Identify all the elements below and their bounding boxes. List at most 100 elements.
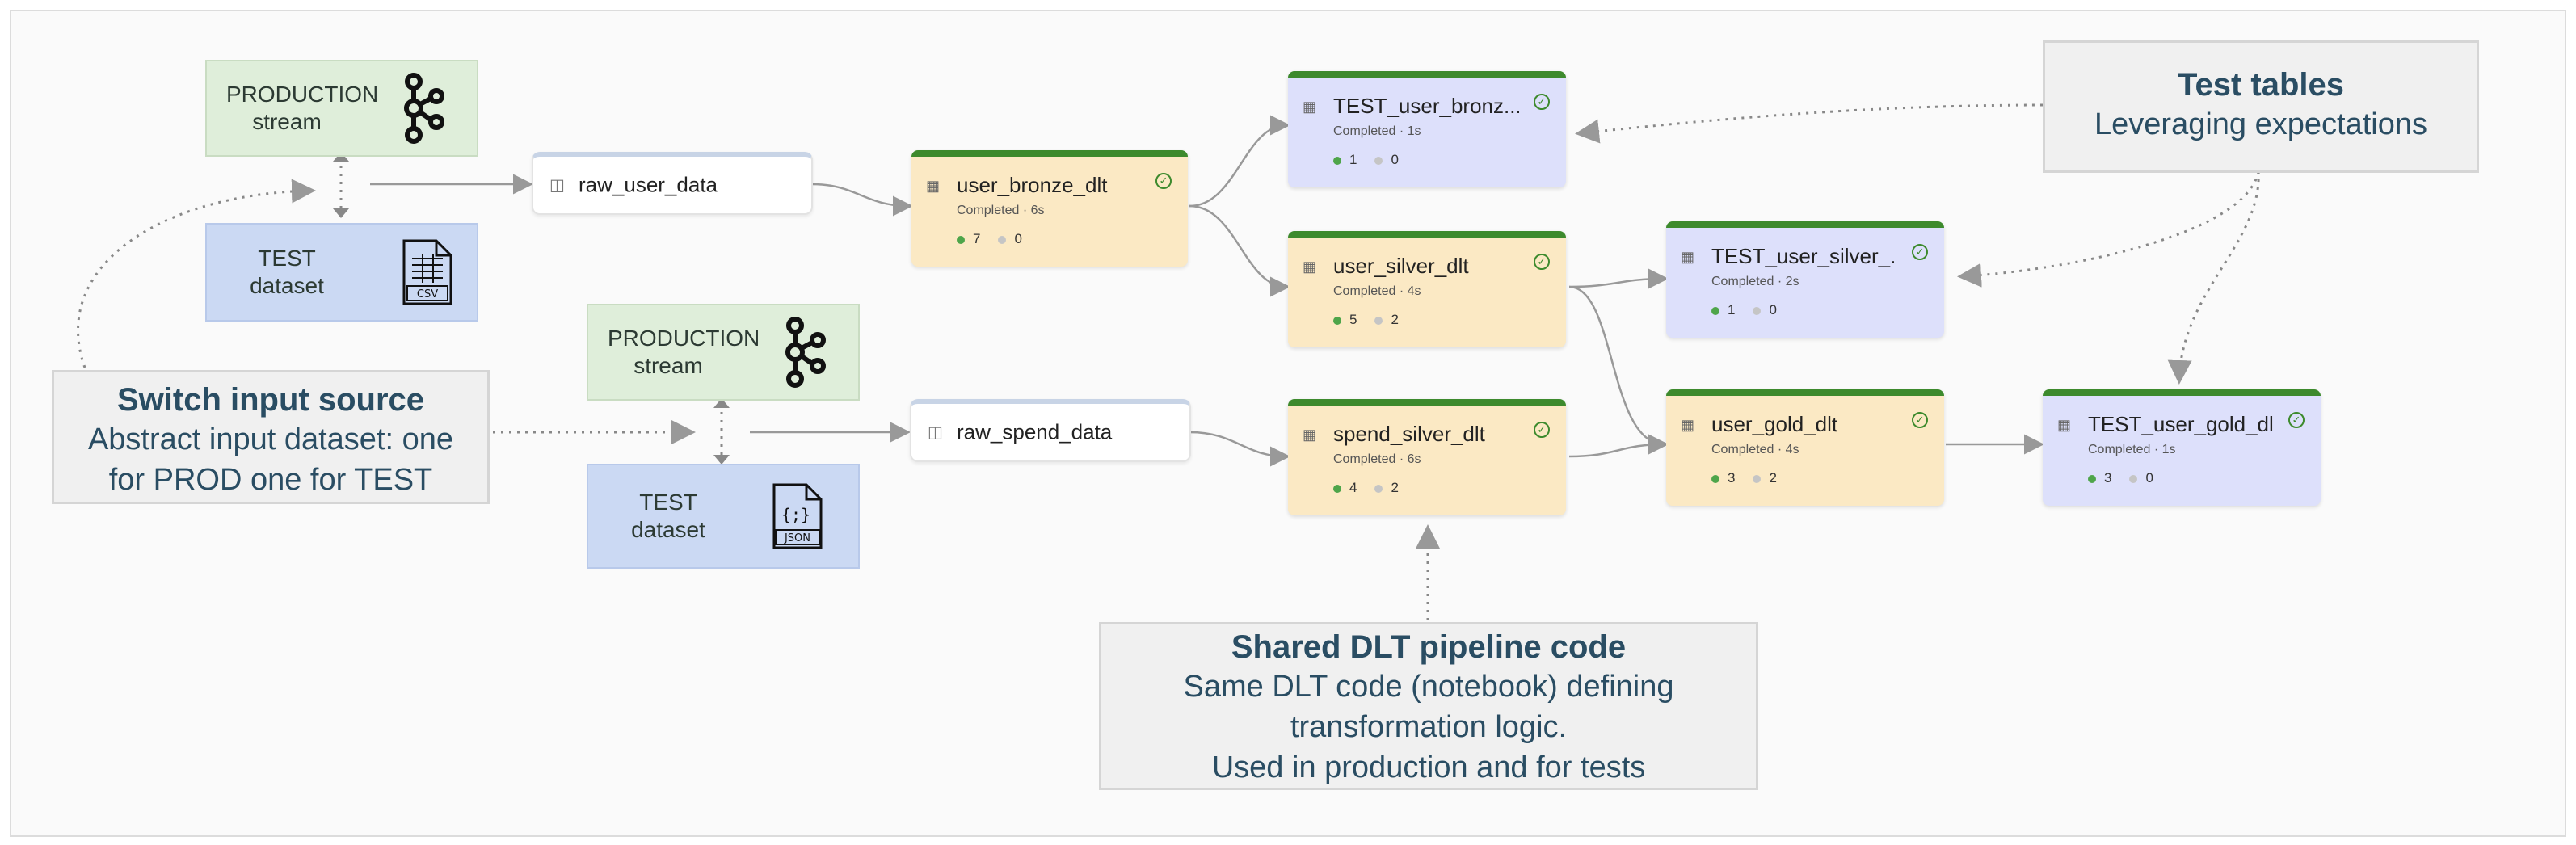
link-raw-spend-spend-silver: [1189, 431, 1290, 467]
failed-count: 0: [1769, 302, 1777, 317]
passed-count: 3: [1728, 470, 1736, 486]
failed-dot-icon: [1753, 474, 1762, 483]
kafka-icon: [404, 73, 444, 144]
note-line: Abstract input dataset: one: [87, 422, 454, 456]
link-bronze-test-bronze: [1189, 115, 1290, 208]
node-name: TEST_user_silver_...: [1711, 244, 1897, 268]
table-icon: ▦: [1681, 417, 1695, 433]
table-name: raw_spend_data: [957, 419, 1113, 444]
note-line: Leveraging expectations: [2094, 107, 2427, 141]
source-line2: dataset: [250, 273, 324, 298]
link-silver-test-silver: [1568, 268, 1669, 289]
node-status: Completed · 1s: [1333, 124, 1421, 138]
node-name: user_gold_dlt: [1711, 412, 1838, 436]
node-name: user_bronze_dlt: [957, 173, 1108, 197]
failed-count: 2: [1391, 312, 1399, 327]
passed-dot-icon: [1711, 474, 1719, 483]
passed-dot-icon: [957, 235, 965, 244]
json-label: JSON: [784, 532, 810, 544]
node-name: TEST_user_gold_dlt: [2088, 412, 2274, 436]
passed-dot-icon: [1333, 484, 1341, 493]
completed-check-icon: ✓: [1534, 422, 1550, 438]
passed-count: 7: [973, 231, 981, 246]
node-status: Completed · 4s: [1711, 443, 1799, 456]
passed-count: 5: [1349, 312, 1357, 327]
node-status: Completed · 6s: [1333, 452, 1421, 466]
raw-spend-data-table[interactable]: ◫ raw_spend_data: [910, 399, 1191, 462]
failed-dot-icon: [1753, 306, 1762, 315]
source-line1: TEST: [639, 490, 697, 515]
table-icon: ◫: [928, 423, 943, 442]
user-bronze-dlt-node[interactable]: ▦ user_bronze_dlt ✓ Completed · 6s 7 0: [911, 150, 1188, 267]
node-status: Completed · 6s: [957, 204, 1045, 217]
link-spend-silver-gold: [1568, 434, 1669, 458]
note-line: for PROD one for TEST: [108, 463, 433, 497]
table-icon: ▦: [1303, 259, 1317, 275]
switch-input-source-note: Switch input source Abstract input datas…: [52, 370, 490, 504]
completed-check-icon: ✓: [1912, 412, 1928, 428]
table-icon: ▦: [2057, 417, 2072, 433]
json-glyph: {;}: [781, 505, 810, 524]
raw-user-data-table[interactable]: ◫ raw_user_data: [532, 152, 813, 215]
source-line2: stream: [252, 109, 322, 134]
source-line1: PRODUCTION: [226, 82, 379, 107]
csv-label: CSV: [417, 288, 438, 301]
failed-dot-icon: [1374, 484, 1383, 493]
table-icon: ▦: [1303, 99, 1317, 115]
table-icon: ▦: [926, 178, 941, 194]
passed-count: 1: [1728, 302, 1736, 317]
failed-dot-icon: [1374, 156, 1383, 165]
source-line2: dataset: [631, 517, 705, 542]
table-icon: ◫: [549, 176, 565, 195]
note-title: Test tables: [2178, 67, 2344, 103]
json-file-icon: {;} JSON: [772, 483, 823, 549]
link-raw-user-bronze: [811, 183, 913, 217]
failed-count: 0: [1391, 152, 1399, 167]
test-dataset-source-top: TEST dataset CSV: [205, 223, 478, 322]
production-stream-source-top: PRODUCTION stream: [205, 60, 478, 157]
production-stream-source-bottom: PRODUCTION stream: [587, 304, 860, 401]
node-name: user_silver_dlt: [1333, 254, 1469, 278]
link-bronze-silver: [1189, 204, 1290, 297]
note-line: transformation logic.: [1290, 710, 1568, 744]
link-silver-gold: [1568, 285, 1669, 455]
source-line1: PRODUCTION: [608, 326, 760, 351]
test-tables-note: Test tables Leveraging expectations: [2043, 40, 2479, 173]
passed-dot-icon: [2088, 474, 2096, 483]
node-status: Completed · 2s: [1711, 275, 1799, 288]
note-switch-to-top: [77, 179, 316, 368]
note-test-to-silver: [1957, 170, 2260, 288]
table-name: raw_user_data: [579, 172, 718, 197]
completed-check-icon: ✓: [1155, 173, 1172, 189]
note-test-to-gold: [2167, 170, 2260, 385]
test-user-silver-node[interactable]: ▦ TEST_user_silver_... ✓ Completed · 2s …: [1666, 221, 1944, 338]
failed-count: 0: [1014, 231, 1022, 246]
kafka-icon: [785, 317, 826, 388]
source-line1: TEST: [258, 246, 316, 271]
passed-count: 4: [1349, 480, 1357, 495]
note-line: Used in production and for tests: [1211, 750, 1646, 784]
note-title: Switch input source: [116, 382, 425, 418]
failed-count: 2: [1391, 480, 1399, 495]
csv-file-icon: CSV: [402, 239, 452, 305]
failed-count: 0: [2145, 470, 2153, 486]
note-line: Same DLT code (notebook) defining: [1183, 670, 1674, 704]
node-status: Completed · 1s: [2088, 443, 2176, 456]
test-dataset-source-bottom: TEST dataset {;} JSON: [587, 464, 860, 569]
failed-dot-icon: [1374, 316, 1383, 325]
failed-dot-icon: [2129, 474, 2138, 483]
completed-check-icon: ✓: [1534, 94, 1550, 110]
table-icon: ▦: [1681, 249, 1695, 265]
